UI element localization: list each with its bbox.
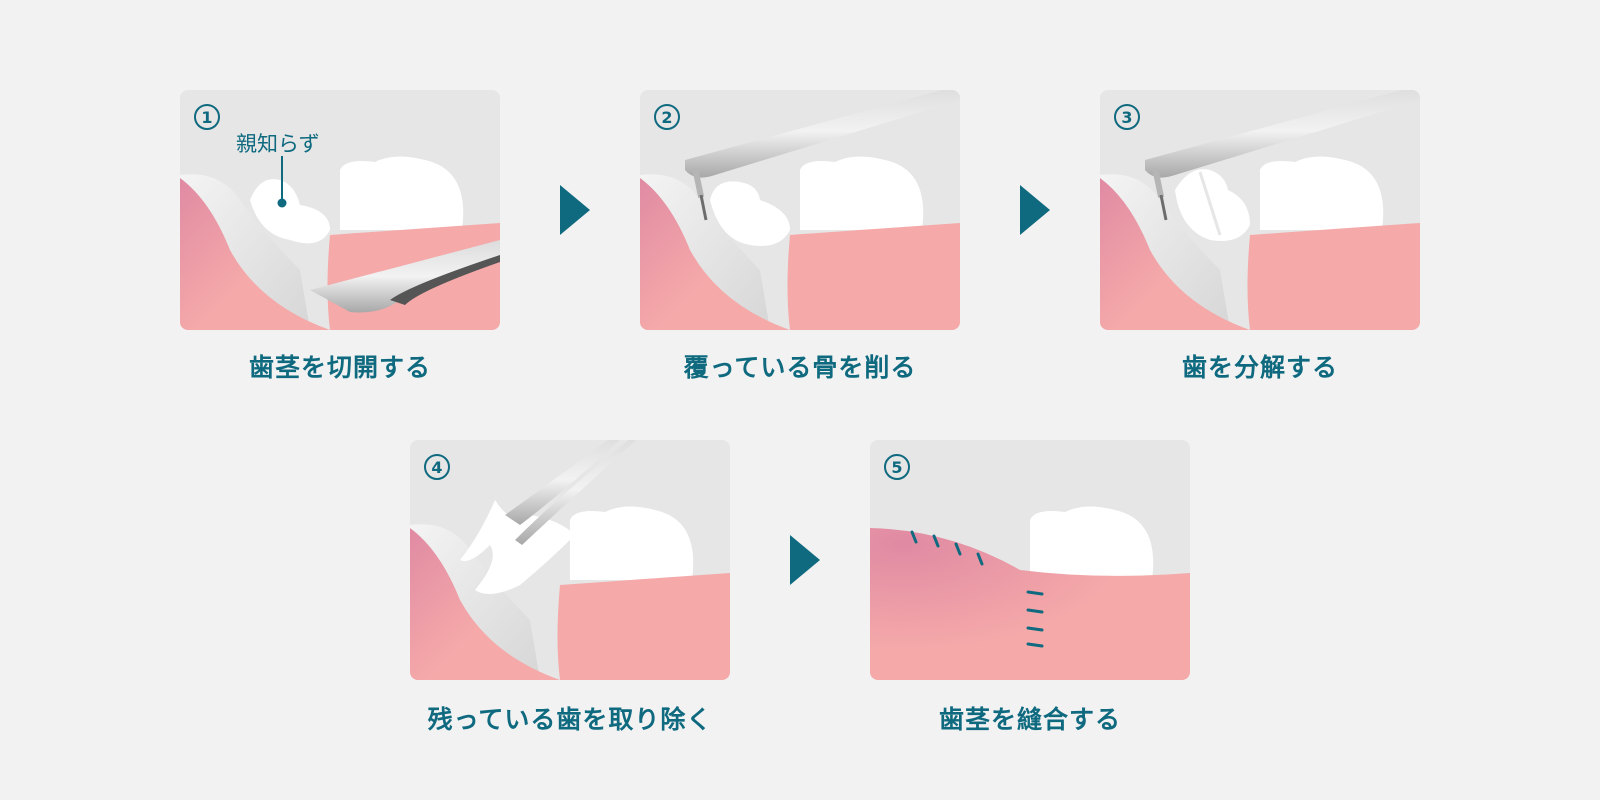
step-1-illustration: [180, 156, 500, 330]
drill-icon: [685, 90, 960, 178]
step-2-caption: 覆っている骨を削る: [683, 353, 917, 382]
molar-tooth: [570, 506, 694, 580]
step-5-illustration: [870, 506, 1190, 680]
scalpel-icon: [310, 240, 500, 313]
step-2-illustration: [640, 90, 960, 330]
step-number-badge: 4: [424, 454, 450, 480]
wisdom-tooth: [710, 181, 790, 246]
step-4-caption: 残っている歯を取り除く: [427, 705, 713, 734]
molar-tooth: [340, 156, 464, 230]
step-3-illustration: [1100, 90, 1420, 330]
suture-stitches: [910, 530, 1044, 648]
forceps-icon: [505, 440, 620, 525]
gum: [1247, 223, 1420, 330]
step-number-badge: 3: [1114, 104, 1140, 130]
wisdom-tooth-split: [1175, 169, 1250, 241]
gum: [557, 573, 730, 680]
arrow-right-icon: [1020, 185, 1050, 235]
molar-tooth: [800, 156, 924, 230]
step-2-panel: 2: [640, 90, 960, 330]
arrow-right-icon: [560, 185, 590, 235]
sutured-gum: [870, 528, 1190, 680]
tooth-fragment: [460, 500, 575, 594]
step-3-caption: 歯を分解する: [1181, 353, 1338, 382]
step-5-panel: 5: [870, 440, 1190, 680]
drill-icon: [1145, 90, 1420, 178]
step-1-panel: 1 親知らず: [180, 90, 500, 330]
arrow-right-icon: [790, 535, 820, 585]
molar-tooth: [1260, 156, 1384, 230]
step-4-panel: 4: [410, 440, 730, 680]
step-5-caption: 歯茎を縫合する: [938, 705, 1121, 734]
step-number-badge: 5: [884, 454, 910, 480]
wisdom-tooth: [250, 179, 330, 244]
molar-tooth: [1030, 506, 1154, 580]
step-3-panel: 3: [1100, 90, 1420, 330]
step-4-illustration: [410, 440, 730, 680]
gum: [787, 223, 960, 330]
step-1-caption: 歯茎を切開する: [248, 353, 431, 382]
wisdom-tooth-label: 親知らず: [236, 132, 320, 156]
step-number-badge: 2: [654, 104, 680, 130]
step-number-badge: 1: [194, 104, 220, 130]
